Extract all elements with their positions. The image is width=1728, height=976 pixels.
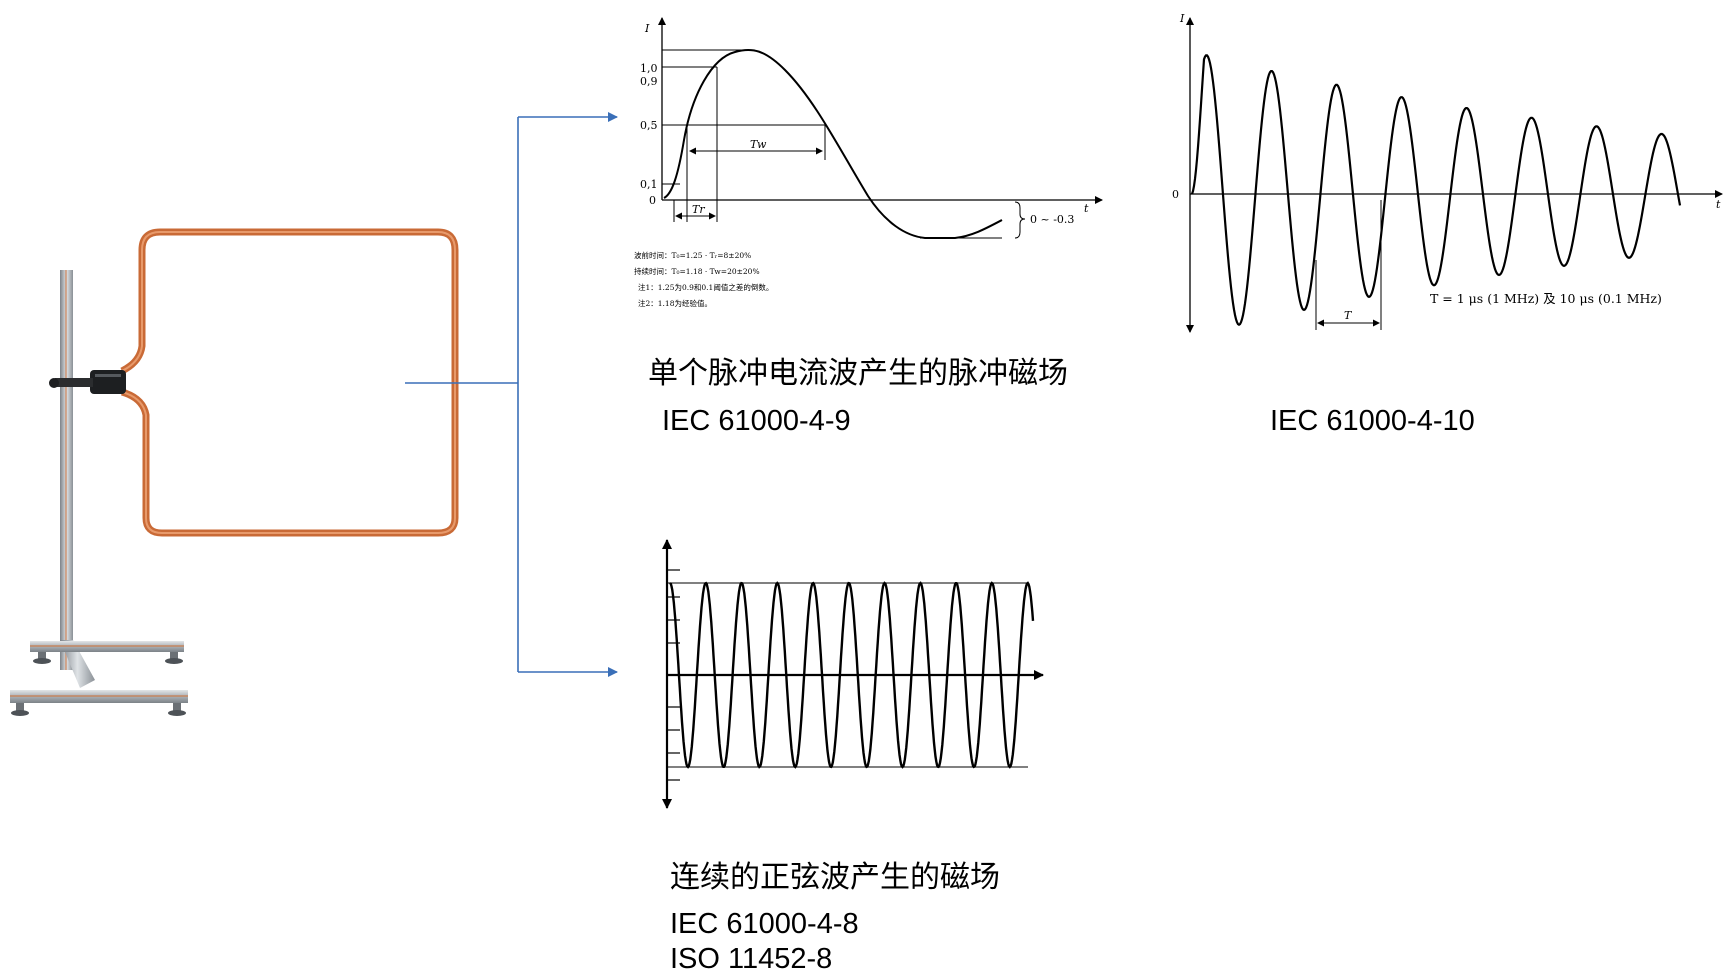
pulse-tw-label: Tw	[750, 138, 767, 151]
pulse-note-4: 注2：1.18为经验值。	[638, 298, 712, 308]
sine-standard-2: ISO 11452-8	[670, 943, 833, 975]
sine-title: 连续的正弦波产生的磁场	[670, 860, 1000, 895]
pulse-title: 单个脉冲电流波产生的脉冲磁场	[648, 356, 1068, 391]
damped-standard: IEC 61000-4-10	[1270, 405, 1475, 437]
pulse-note-3: 注1：1.25为0.9和0.1阈值之差的倒数。	[638, 282, 773, 292]
pulse-tick-05: 0,5	[640, 119, 658, 132]
pulse-note-1: 波前时间：T₀=1.25 · Tᵣ=8±20%	[634, 250, 751, 260]
damped-caption: T = 1 μs (1 MHz) 及 10 μs (0.1 MHz)	[1430, 291, 1662, 306]
pulse-note-2: 持续时间：T₀=1.18 · Tw=20±20%	[634, 266, 760, 276]
sine-waveform	[669, 581, 1035, 769]
sine-standard-1: IEC 61000-4-8	[670, 908, 859, 940]
pulse-range-label: 0 ~ -0.3	[1030, 213, 1074, 226]
damped-waveform	[1190, 54, 1682, 326]
damped-zero-label: 0	[1172, 188, 1179, 201]
pulse-standard: IEC 61000-4-9	[662, 405, 851, 437]
pulse-tick-01: 0,1	[640, 178, 658, 191]
pulse-tick-1: 1,0	[640, 62, 658, 75]
damped-y-axis-label: I	[1179, 12, 1185, 25]
pulse-y-axis-label: I	[644, 22, 650, 35]
pulse-x-axis-label: t	[1084, 202, 1089, 215]
pulse-waveform	[663, 48, 1003, 239]
damped-x-axis-label: t	[1716, 198, 1721, 211]
pulse-tr-label: Tr	[692, 203, 705, 216]
pulse-tick-0: 0	[649, 194, 656, 207]
damped-period-label: T	[1344, 309, 1353, 322]
pulse-tick-09: 0,9	[640, 75, 658, 88]
